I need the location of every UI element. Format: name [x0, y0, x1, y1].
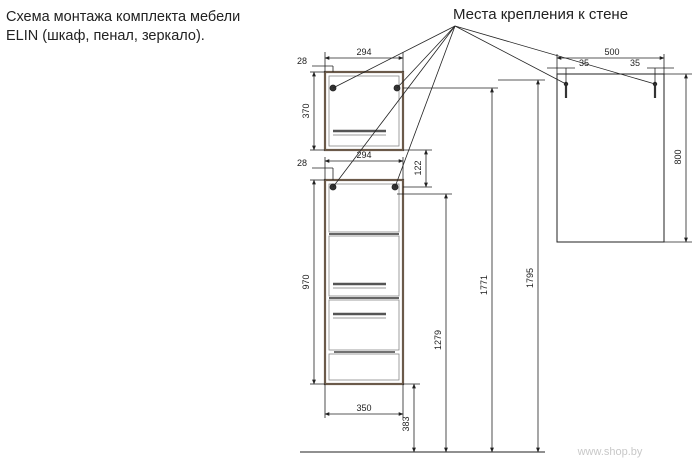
- title-line-2: ELIN (шкаф, пенал, зеркало).: [6, 28, 205, 44]
- dim-mount-1279: 1279: [433, 330, 443, 350]
- dim-mirror-width: 500: [604, 47, 619, 57]
- mirror: [556, 73, 665, 243]
- dim-pencil-depth: 350: [356, 403, 371, 413]
- dim-pencil-width: 294: [356, 150, 371, 160]
- dim-cabinet-height: 370: [301, 103, 311, 118]
- diagram-title: Схема монтажа комплекта мебели ELIN (шка…: [6, 8, 240, 46]
- dim-mirror-height: 800: [673, 149, 683, 164]
- dim-mirror-right-inset: 35: [630, 58, 640, 68]
- dim-pencil-gap: 122: [413, 160, 423, 175]
- dim-mount-1771: 1771: [479, 275, 489, 295]
- wall-cabinet: [323, 70, 405, 152]
- callout-leaders: [332, 25, 656, 188]
- dim-cabinet-width: 294: [356, 47, 371, 57]
- dim-pencil-offset: 28: [297, 158, 307, 168]
- dim-pencil-floor: 383: [401, 416, 411, 431]
- dim-pencil-height: 970: [301, 274, 311, 289]
- title-line-1: Схема монтажа комплекта мебели: [6, 9, 241, 25]
- pencil-case: [323, 178, 405, 386]
- mount-points-callout: Места крепления к стене: [453, 6, 628, 23]
- dim-cabinet-offset: 28: [297, 56, 307, 66]
- watermark: www.shop.by: [577, 446, 643, 458]
- dim-mount-1795: 1795: [525, 268, 535, 288]
- dim-mirror-left-inset: 35: [579, 58, 589, 68]
